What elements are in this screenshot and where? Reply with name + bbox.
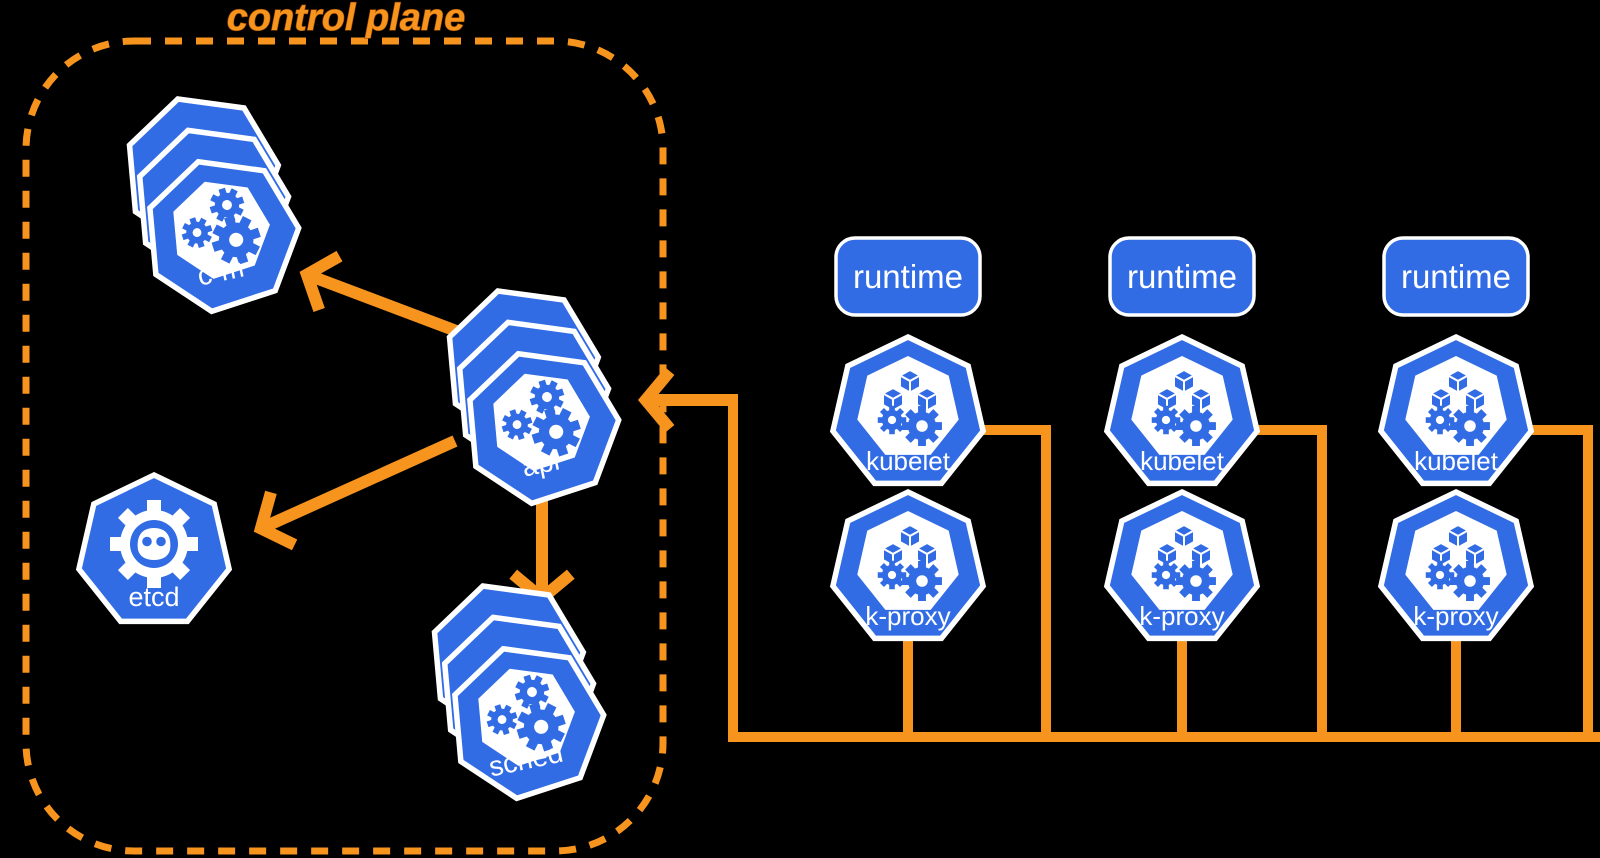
- connector-kubelet-1: [974, 425, 1051, 742]
- etcd-icon: [110, 500, 198, 588]
- component-sched: sched: [411, 563, 619, 811]
- kproxy-label: k-proxy: [1139, 601, 1224, 631]
- component-api: api: [426, 268, 634, 516]
- kproxy-label: k-proxy: [865, 601, 950, 631]
- component-cm: c-m: [106, 76, 314, 324]
- kubelet-label: kubelet: [1414, 446, 1499, 476]
- kubelet-label: kubelet: [1140, 446, 1225, 476]
- connector-kubelet-2: [1248, 425, 1327, 742]
- component-kproxy: k-proxy: [1107, 492, 1257, 638]
- component-kproxy: k-proxy: [833, 492, 983, 638]
- connector-kubelet-3: [1522, 425, 1593, 742]
- runtime-box: [1108, 236, 1256, 317]
- etcd-label: etcd: [128, 582, 179, 612]
- node-1: runtime kubelet k-proxy: [833, 236, 983, 638]
- kubelet-label: kubelet: [866, 446, 951, 476]
- node-2: runtime kubelet k-proxy: [1107, 236, 1257, 638]
- runtime-box: [1382, 236, 1530, 317]
- control-plane-label: control plane: [227, 0, 466, 39]
- arrow-api-to-etcd: [253, 435, 458, 551]
- kproxy-label: k-proxy: [1413, 601, 1498, 631]
- api-label: api: [519, 445, 562, 483]
- node-3: runtime kubelet k-proxy: [1381, 236, 1531, 638]
- component-etcd: etcd: [79, 475, 229, 621]
- control-plane-boundary: [22, 37, 667, 855]
- runtime-label: runtime: [853, 258, 963, 295]
- component-kubelet: kubelet: [1381, 337, 1531, 483]
- component-kproxy: k-proxy: [1381, 492, 1531, 638]
- runtime-box: [834, 236, 982, 317]
- component-kubelet: kubelet: [833, 337, 983, 483]
- component-kubelet: kubelet: [1107, 337, 1257, 483]
- network-bus-line: [728, 394, 1600, 742]
- node-network-lines: [728, 394, 1600, 742]
- runtime-label: runtime: [1127, 258, 1237, 295]
- runtime-label: runtime: [1401, 258, 1511, 295]
